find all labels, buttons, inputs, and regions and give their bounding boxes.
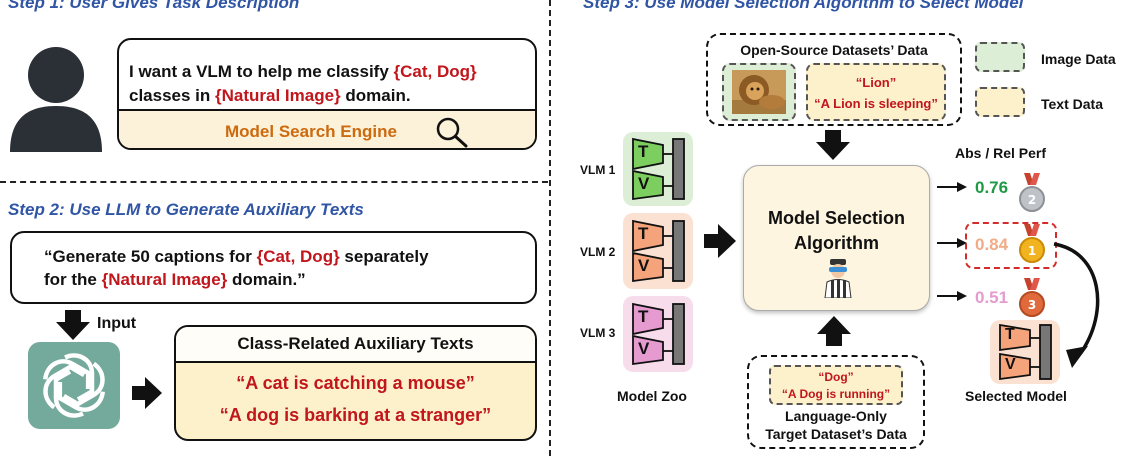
algorithm-label-1: Model Selection — [767, 208, 906, 228]
query-domain: {Natural Image} — [215, 86, 341, 105]
svg-text:1: 1 — [1028, 244, 1036, 258]
vlm2-label: VLM 2 — [580, 245, 616, 259]
selected-model-label: Selected Model — [965, 388, 1067, 404]
aux-texts-box: Class-Related Auxiliary Texts “A cat is … — [174, 325, 537, 441]
legend-text-label: Text Data — [1041, 96, 1103, 112]
score2-value: 0.84 — [975, 235, 1009, 254]
target-to-algo-arrow-icon — [817, 316, 851, 346]
step1-title: Step 1: User Gives Task Description — [8, 0, 300, 12]
vlm3-v-letter: V — [638, 339, 650, 358]
user-query-box: I want a VLM to help me classify {Cat, D… — [117, 38, 537, 150]
referee-icon — [824, 259, 852, 298]
target-label-1: Language-Only — [785, 408, 887, 424]
target-data-box: “Dog” “A Dog is running” Language-Only T… — [747, 355, 925, 449]
model-selection-algorithm-box: Model Selection Algorithm — [743, 165, 930, 311]
aux-texts-title: Class-Related Auxiliary Texts — [237, 334, 474, 353]
bronze-medal-icon: 3 — [1019, 278, 1045, 317]
horizontal-divider — [0, 181, 548, 183]
score3-arrow-icon — [937, 291, 967, 301]
open-source-data-box: Open-Source Datasets’ Data “Lion” “A Lio… — [706, 33, 962, 126]
selected-v-letter: V — [1005, 356, 1016, 373]
open-source-text-2: “A Lion is sleeping” — [814, 96, 938, 111]
vlm2-encoders-icon — [632, 219, 685, 283]
search-icon — [436, 117, 468, 148]
prompt-classes: {Cat, Dog} — [256, 247, 340, 266]
legend-text-swatch — [975, 87, 1025, 117]
query-text-1: I want a VLM to help me classify — [129, 62, 394, 81]
user-avatar-icon — [10, 47, 102, 152]
vlm1-card[interactable]: T V — [623, 132, 693, 206]
aux-texts-header: Class-Related Auxiliary Texts — [176, 327, 535, 363]
vlm2-v-letter: V — [638, 256, 650, 275]
svg-text:3: 3 — [1028, 298, 1036, 312]
score1-value: 0.76 — [975, 178, 1009, 197]
vlm3-t-letter: T — [638, 307, 649, 326]
prompt-text-3: for the — [44, 270, 102, 289]
chatgpt-logo-icon — [28, 342, 120, 429]
target-text-card: “Dog” “A Dog is running” — [769, 365, 903, 405]
aux-text-2: “A dog is barking at a stranger” — [219, 405, 492, 425]
gold-medal-icon: 1 — [1019, 224, 1045, 263]
llm-to-texts-arrow-icon — [132, 377, 162, 409]
vlm1-t-letter: T — [638, 142, 649, 161]
vlm3-card[interactable]: T V — [623, 296, 693, 372]
data-to-algo-arrow-icon — [816, 130, 850, 160]
vlm2-t-letter: T — [638, 224, 649, 243]
perf-label: Abs / Rel Perf — [955, 145, 1047, 161]
target-text-1: “Dog” — [818, 370, 854, 384]
target-label-2: Target Dataset’s Data — [765, 426, 907, 442]
search-engine-bar[interactable]: Model Search Engine — [119, 109, 535, 148]
vlm1-v-letter: V — [638, 174, 650, 193]
zoo-to-algo-arrow-icon — [704, 224, 736, 258]
prompt-text-2: separately — [339, 247, 429, 266]
legend-image-swatch — [975, 42, 1025, 72]
open-source-image-card — [722, 63, 796, 121]
llm-prompt-box: “Generate 50 captions for {Cat, Dog} sep… — [10, 231, 537, 304]
aux-text-1: “A cat is catching a mouse” — [236, 373, 475, 393]
step3-title: Step 3: Use Model Selection Algorithm to… — [583, 0, 1024, 12]
search-engine-label: Model Search Engine — [225, 122, 397, 141]
legend-image-label: Image Data — [1041, 51, 1116, 67]
input-arrow-icon — [56, 310, 90, 340]
target-text-2: “A Dog is running” — [781, 387, 891, 401]
vlm3-encoders-icon — [632, 302, 685, 366]
open-source-title: Open-Source Datasets’ Data — [740, 42, 928, 58]
score3-value: 0.51 — [975, 288, 1009, 307]
step2-title: Step 2: Use LLM to Generate Auxiliary Te… — [8, 200, 364, 219]
algorithm-label-2: Algorithm — [794, 233, 879, 253]
prompt-domain: {Natural Image} — [101, 270, 228, 289]
silver-medal-icon: 2 — [1019, 173, 1045, 212]
vlm2-card[interactable]: T V — [623, 213, 693, 289]
llm-prompt-text: “Generate 50 captions for {Cat, Dog} sep… — [44, 245, 524, 291]
lion-image-icon — [732, 70, 786, 114]
vlm1-encoders-icon — [632, 137, 685, 201]
prompt-text-4: domain.” — [227, 270, 306, 289]
query-text-2: classes in — [129, 86, 216, 105]
svg-text:2: 2 — [1028, 193, 1036, 207]
model-zoo-label: Model Zoo — [617, 388, 687, 404]
selected-model-encoders-icon — [999, 323, 1052, 381]
score2-arrow-icon — [937, 238, 967, 248]
selected-model-card[interactable]: T V — [990, 320, 1060, 384]
score1-arrow-icon — [937, 182, 967, 192]
vlm1-label: VLM 1 — [580, 163, 616, 177]
query-text-3: domain. — [340, 86, 411, 105]
input-label: Input — [97, 315, 137, 332]
vlm3-label: VLM 3 — [580, 326, 616, 340]
user-query-text: I want a VLM to help me classify {Cat, D… — [129, 60, 529, 108]
selected-t-letter: T — [1005, 326, 1015, 343]
open-source-text-card: “Lion” “A Lion is sleeping” — [806, 63, 946, 121]
query-classes: {Cat, Dog} — [393, 62, 477, 81]
open-source-text-1: “Lion” — [855, 75, 897, 90]
selection-curve-arrow-icon — [1053, 242, 1100, 368]
vertical-divider — [549, 0, 551, 456]
prompt-text-1: “Generate 50 captions for — [44, 247, 257, 266]
